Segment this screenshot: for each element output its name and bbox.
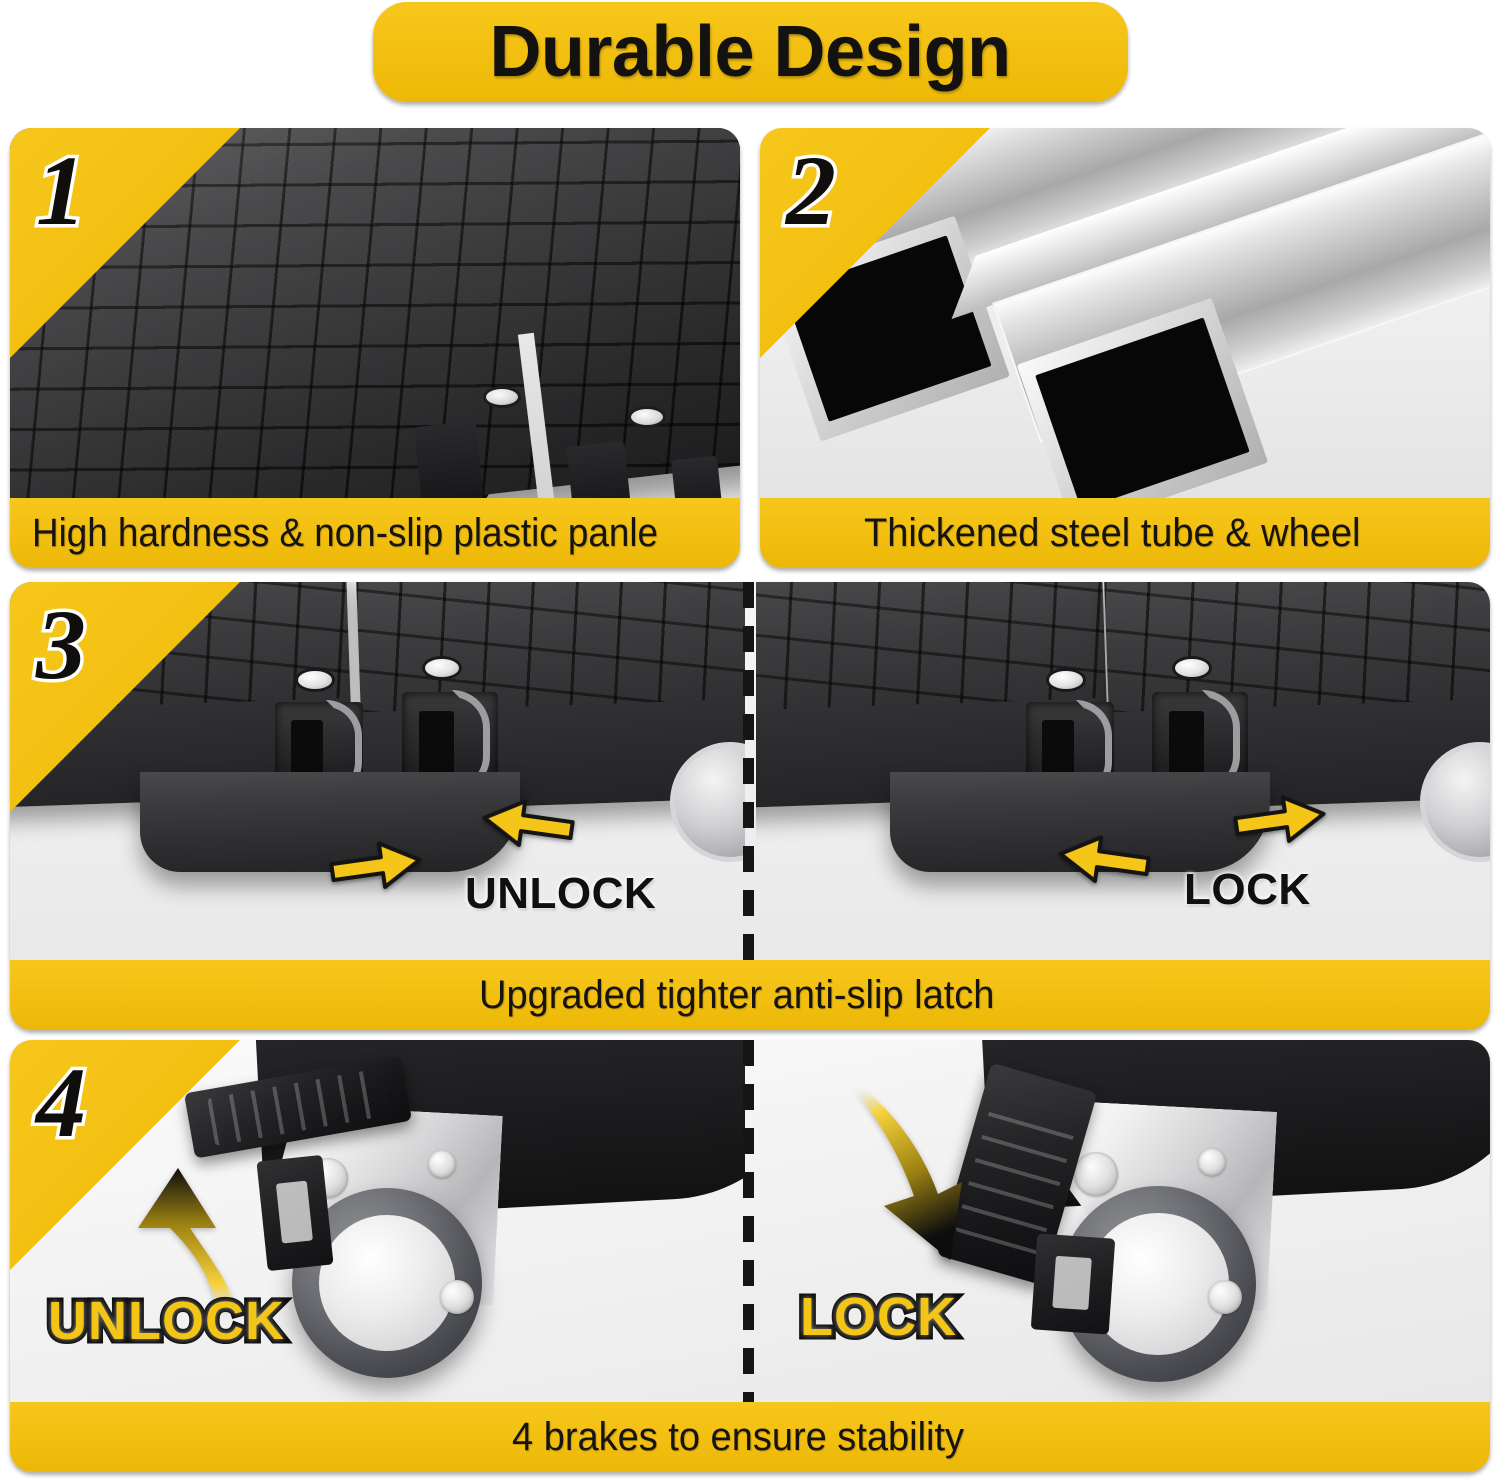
caster-top-rivet-right <box>1198 1148 1226 1176</box>
panel-1-caption: High hardness & non-slip plastic panle <box>32 511 658 555</box>
panel-3-lock-label: LOCK <box>1184 865 1311 914</box>
panel-3-divider <box>743 582 754 960</box>
panel-4-photo: UNLOCK <box>10 1040 1490 1402</box>
panel-4-unlock-label: UNLOCK <box>44 1290 289 1353</box>
panel-card-1: 1 High hardness & non-slip plastic panle <box>10 128 740 568</box>
panel-4-caption: 4 brakes to ensure stability <box>512 1415 965 1459</box>
title-pill: Durable Design <box>372 2 1128 102</box>
panel-3-right-half: LOCK <box>756 582 1490 960</box>
panel-1-plastic-slab <box>10 128 740 498</box>
panel-1-foot <box>671 455 723 498</box>
caster-top-rivet-left <box>428 1150 456 1178</box>
brake-shoe-left <box>256 1154 334 1272</box>
panel-3-caption-bar: Upgraded tighter anti-slip latch <box>10 960 1490 1030</box>
panel-1-foot <box>566 441 632 498</box>
panel-1-foot <box>413 420 485 498</box>
panel-1-photo: 1 <box>10 128 740 498</box>
panel-3-caption: Upgraded tighter anti-slip latch <box>478 973 995 1017</box>
panel-card-2: 2 Thickened steel tube & wheel <box>760 128 1490 568</box>
caster-axle-rivet-left <box>440 1280 474 1314</box>
panel-4-left-half: UNLOCK <box>10 1040 745 1402</box>
arrow-right-lock <box>1233 795 1326 843</box>
header-banner: Durable Design <box>0 0 1500 112</box>
panel-1-screw-hole <box>483 386 521 408</box>
caster-pivot-rivet-right <box>1074 1152 1118 1196</box>
latch-button-right-b[interactable] <box>1172 656 1212 680</box>
arrow-right-unlock <box>329 841 422 889</box>
page-title: Durable Design <box>489 12 1011 92</box>
caster-axle-rivet-right <box>1208 1280 1242 1314</box>
brake-shoe-right <box>1030 1233 1116 1335</box>
arrow-down-lock <box>854 1086 962 1260</box>
panel-4-caption-bar: 4 brakes to ensure stability <box>10 1402 1490 1472</box>
arrow-left-unlock <box>482 799 575 847</box>
panel-1-highlight <box>10 128 740 498</box>
latch-button-left-b[interactable] <box>422 656 462 680</box>
panel-3-left-half: UNLOCK <box>10 582 745 960</box>
panel-card-3: UNLOCK LOCK <box>10 582 1490 1030</box>
panel-1-screw-hole <box>628 406 666 428</box>
panel-card-4: UNLOCK <box>10 1040 1490 1472</box>
latch-button-left-a[interactable] <box>295 668 335 692</box>
panel-3-photo: UNLOCK LOCK <box>10 582 1490 960</box>
panel-3-unlock-label: UNLOCK <box>465 869 657 918</box>
latch-button-right-a[interactable] <box>1046 668 1086 692</box>
panel-2-caption: Thickened steel tube & wheel <box>863 511 1361 555</box>
panel-4-lock-label: LOCK <box>796 1286 961 1349</box>
panel-4-right-half: LOCK <box>756 1040 1490 1402</box>
arrow-left-lock <box>1058 835 1151 883</box>
panel-1-caption-bar: High hardness & non-slip plastic panle <box>10 498 740 568</box>
panel-4-divider <box>743 1040 754 1402</box>
panel-2-photo: 2 <box>760 128 1490 498</box>
panel-2-caption-bar: Thickened steel tube & wheel <box>760 498 1490 568</box>
